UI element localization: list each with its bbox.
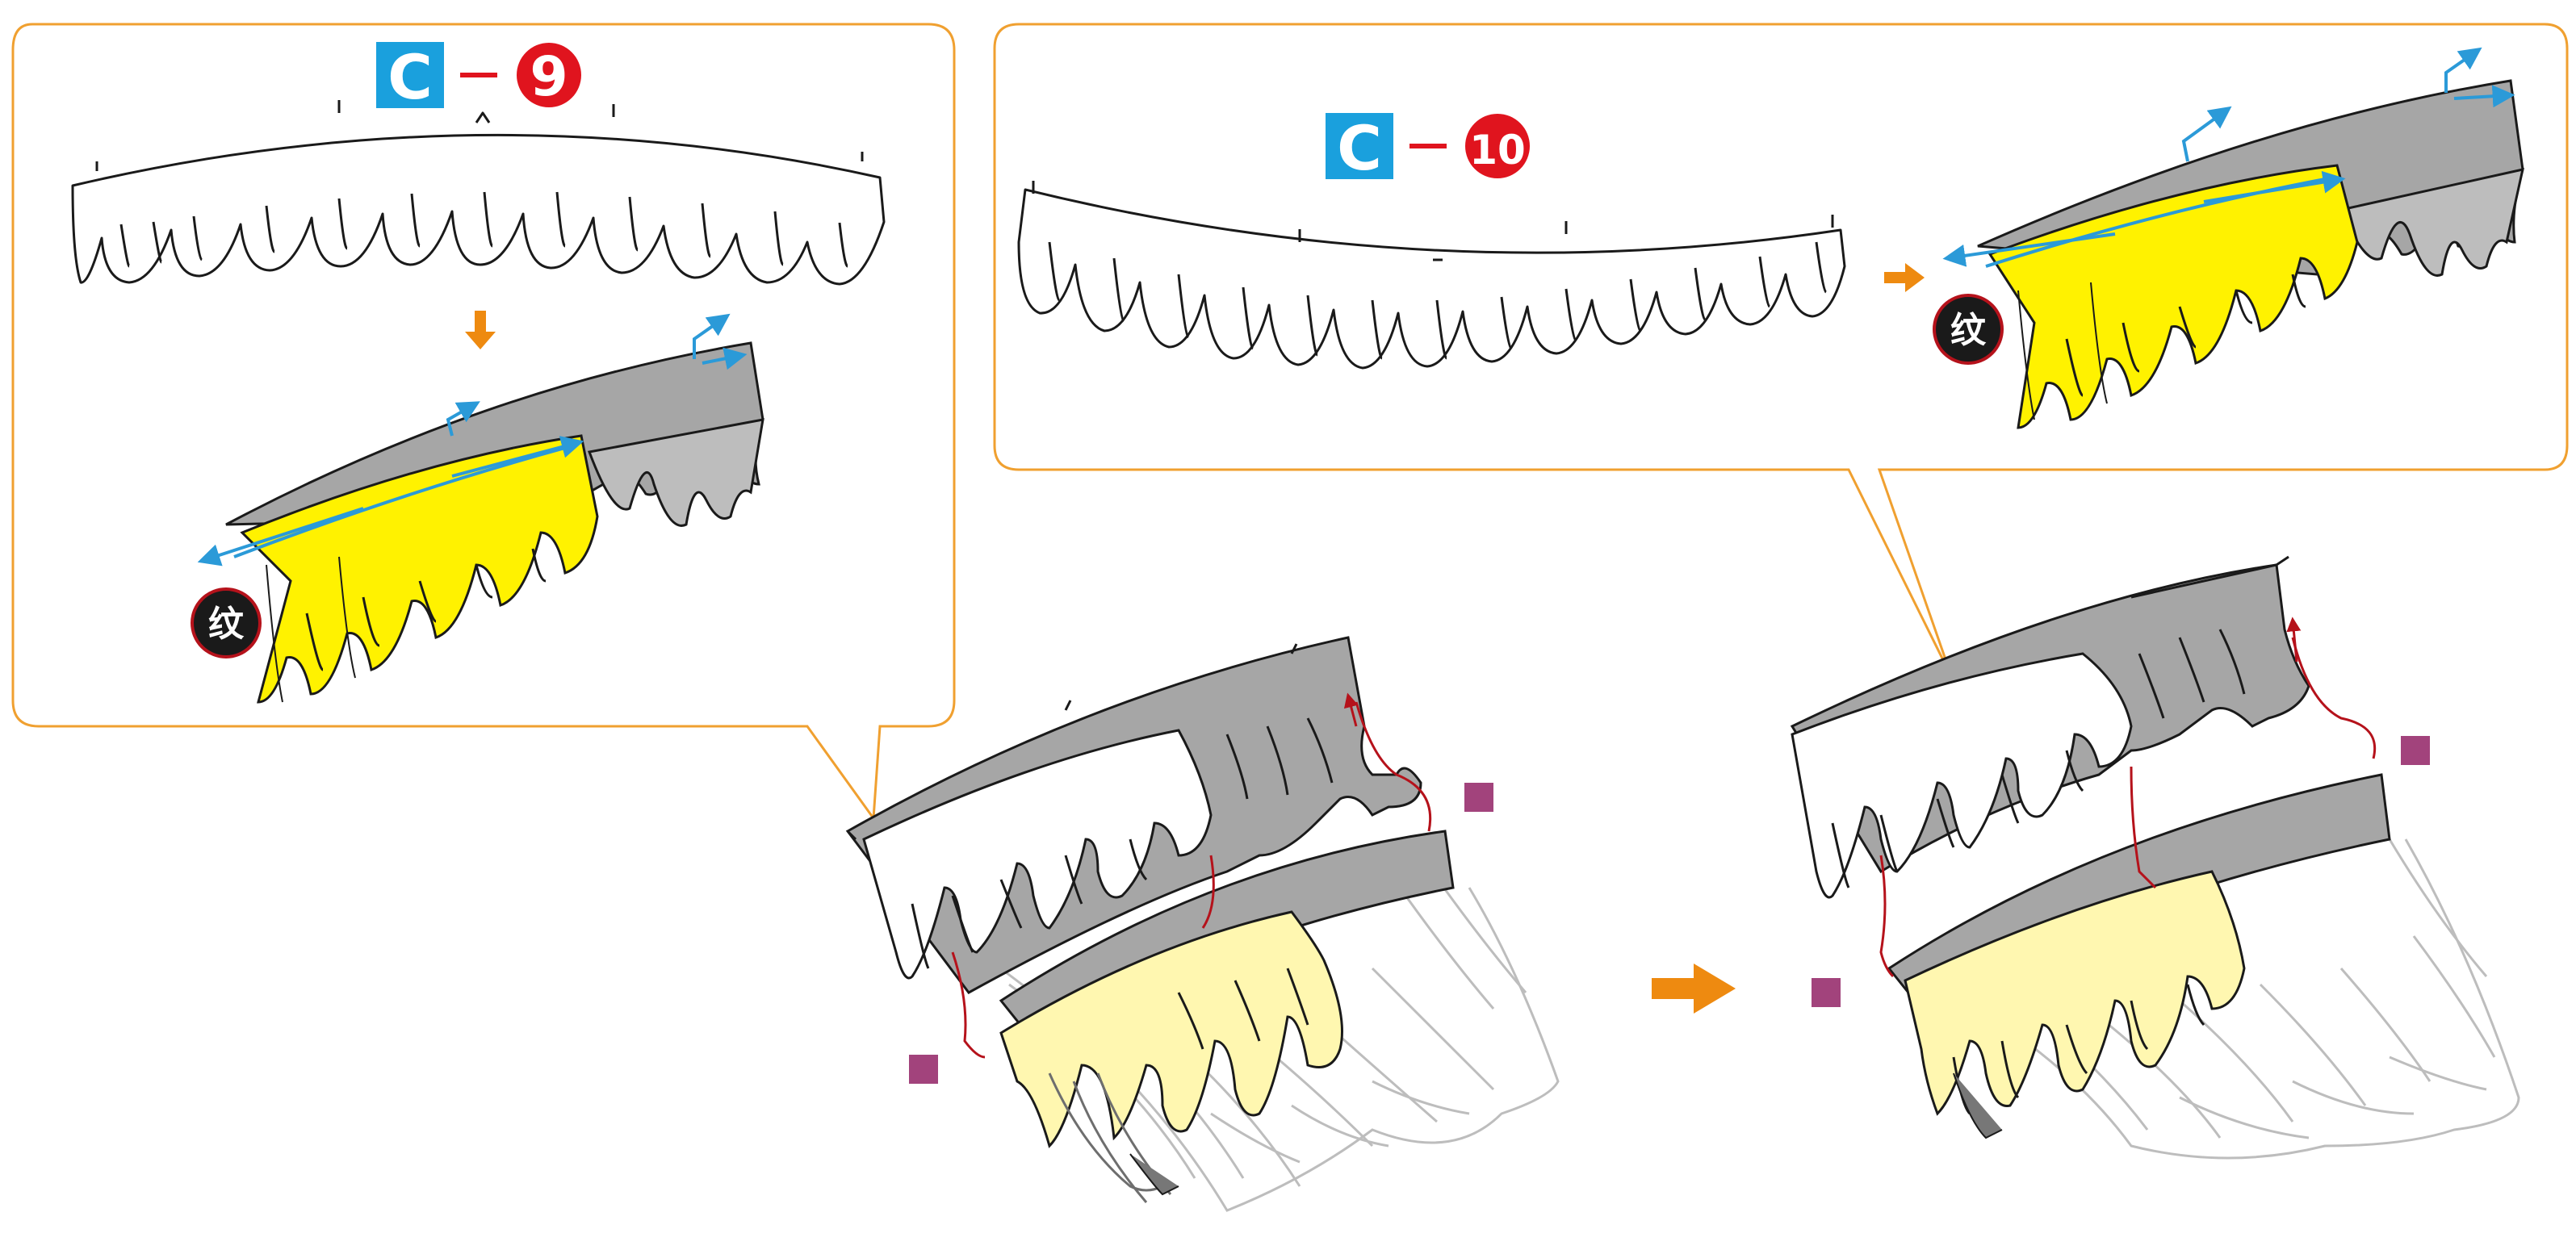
glue-point-icon	[1812, 978, 1841, 1007]
texture-mark-icon: 纹	[191, 587, 262, 658]
step-label-c10: C 10	[1326, 112, 1530, 184]
glue-point-icon	[2401, 736, 2430, 765]
yellow-part-c10	[1987, 164, 2359, 429]
assembly-before	[845, 636, 1560, 1212]
part-number: 10	[1469, 127, 1526, 173]
fold-arrow-icon	[197, 507, 364, 566]
part-letter: C	[1337, 112, 1382, 184]
part-number-badge	[517, 43, 581, 107]
step-arrow-icon	[465, 311, 496, 349]
fold-arrow-icon	[1942, 232, 2116, 267]
fold-arrow-icon	[2444, 47, 2482, 93]
flat-fringe-part-c10	[1017, 181, 1846, 370]
white-part-top	[1791, 652, 2133, 899]
step-label-c9: C 9	[376, 41, 581, 113]
fold-arrow-icon	[693, 313, 731, 359]
step-arrow-icon	[1884, 263, 1925, 292]
fold-arrow-icon	[451, 436, 584, 478]
assembled-ring-c10: 纹	[1933, 47, 2524, 429]
white-part-top	[862, 729, 1213, 980]
fold-arrow-icon	[702, 347, 748, 370]
gray-fringe	[587, 418, 764, 527]
glue-point-icon	[909, 1055, 938, 1084]
pale-yellow-part	[1904, 870, 2246, 1116]
fold-arrow-icon	[446, 401, 480, 437]
part-number: 9	[530, 45, 568, 109]
label-dash	[460, 73, 497, 77]
label-dash	[1409, 144, 1447, 148]
callout-step-c10: C 10 纹	[993, 23, 2569, 679]
part-letter: C	[387, 41, 433, 113]
yellow-part-c9	[240, 434, 599, 704]
part-letter-badge	[376, 42, 444, 108]
gray-fringe	[2339, 168, 2524, 277]
flat-fringe-part-c9	[71, 100, 886, 286]
fold-arrow-icon	[2181, 106, 2232, 162]
part-letter-badge	[1326, 113, 1393, 179]
fold-arrow-icon	[2453, 85, 2515, 108]
texture-mark-label: 纹	[1950, 310, 1987, 351]
assembled-ring-c9: 纹	[191, 313, 764, 704]
glue-point-icon	[1464, 783, 1493, 812]
assembly-after	[1790, 555, 2520, 1160]
texture-mark-icon: 纹	[1933, 294, 2004, 365]
part-number-badge	[1465, 114, 1530, 178]
fold-guide-line	[233, 446, 566, 558]
fold-arrow-icon	[2203, 170, 2346, 203]
callout-step-c9: C 9	[11, 23, 956, 822]
texture-mark-label: 纹	[208, 604, 245, 645]
step-arrow-icon	[1652, 964, 1736, 1014]
